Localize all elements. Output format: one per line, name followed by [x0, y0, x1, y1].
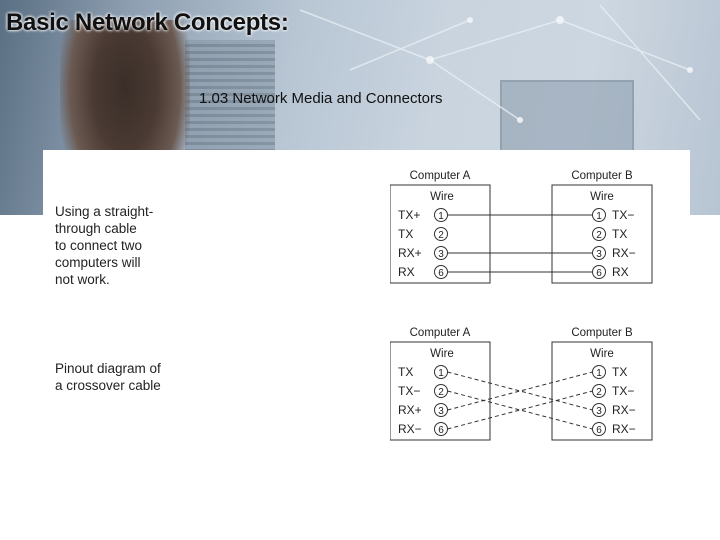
pin-number: 3 [596, 406, 602, 417]
pin-number: 3 [596, 249, 602, 260]
pin-number: 2 [596, 230, 602, 241]
pin-label: TX [398, 227, 413, 241]
crossover-wire-rx-minus-to-tx [447, 390, 593, 430]
straight-through-diagram: Computer A Computer B Wire Wire TX+ 1 1 … [390, 170, 653, 284]
straight-pin-row: RX 6 6 RX [398, 265, 629, 279]
slide-subtitle: 1.03 Network Media and Connectors [199, 90, 443, 107]
pin-circle [592, 208, 606, 222]
pin-number: 6 [438, 268, 444, 279]
pin-label: RX− [612, 403, 636, 417]
computer-a-label: Computer A [410, 327, 471, 339]
computer-b-box [551, 184, 653, 284]
pin-number: 1 [596, 211, 602, 222]
pin-circle [434, 227, 448, 241]
pin-number: 6 [596, 425, 602, 436]
pin-number: 2 [438, 387, 444, 398]
pin-label: RX+ [398, 403, 422, 417]
content-panel [43, 150, 690, 530]
computer-a-box [390, 341, 491, 441]
pin-circle [592, 246, 606, 260]
pin-label: TX [612, 227, 627, 241]
pin-number: 3 [438, 406, 444, 417]
pin-label: TX− [612, 384, 634, 398]
straight-pin-row: TX 2 2 TX [398, 227, 627, 241]
pinout-diagrams: Computer A Computer B Wire Wire TX+ 1 1 … [390, 170, 653, 441]
pin-circle [592, 265, 606, 279]
crossover-wire-tx-plus-to-rx [447, 371, 593, 411]
pin-number: 2 [596, 387, 602, 398]
pin-number: 2 [438, 230, 444, 241]
crossover-wire-tx-minus-to-rx [447, 390, 593, 430]
pin-label: RX− [612, 422, 636, 436]
wire-a-label: Wire [430, 191, 454, 203]
pin-label: TX [612, 365, 627, 379]
straight-pin-row: TX+ 1 1 TX− [398, 208, 634, 222]
wire-a-label: Wire [430, 348, 454, 360]
pin-number: 1 [438, 211, 444, 222]
pin-label: TX− [612, 208, 634, 222]
pin-number: 1 [438, 368, 444, 379]
computer-b-label: Computer B [571, 327, 633, 339]
slide-title: Basic Network Concepts: [6, 9, 289, 36]
pin-label: TX+ [398, 208, 420, 222]
computer-b-label: Computer B [571, 170, 633, 182]
crossover-wire-rx-plus-to-tx [447, 371, 593, 411]
pin-label: TX− [398, 384, 420, 398]
computer-a-box [390, 184, 491, 284]
pin-label: TX [398, 365, 413, 379]
pin-label: RX+ [398, 246, 422, 260]
computer-b-box [551, 341, 653, 441]
pin-label: RX− [398, 422, 422, 436]
wire-b-label: Wire [590, 348, 614, 360]
wire-b-label: Wire [590, 191, 614, 203]
straight-pin-row: RX+ 3 3 RX− [398, 246, 636, 260]
pin-number: 3 [438, 249, 444, 260]
straight-through-caption: Using a straight- through cable to conne… [55, 204, 154, 287]
pin-label: RX [398, 265, 415, 279]
crossover-caption: Pinout diagram of a crossover cable [55, 361, 161, 393]
crossover-diagram: Computer A Computer B Wire Wire TX 1 TX−… [390, 327, 653, 441]
pin-circle [592, 227, 606, 241]
network-lines-graphic [299, 4, 701, 123]
computer-a-label: Computer A [410, 170, 471, 182]
pin-label: RX [612, 265, 629, 279]
pin-number: 6 [596, 268, 602, 279]
pin-number: 1 [596, 368, 602, 379]
pin-label: RX− [612, 246, 636, 260]
pin-number: 6 [438, 425, 444, 436]
